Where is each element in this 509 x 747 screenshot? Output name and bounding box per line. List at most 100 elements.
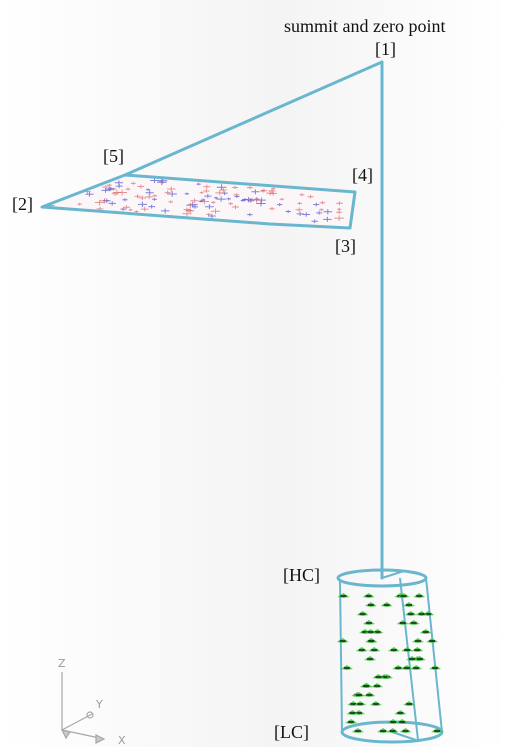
panel-pattern-mark: [313, 202, 320, 207]
panel-pattern-mark: [167, 186, 176, 192]
panel-pattern-mark: [252, 197, 262, 203]
panel-pattern-mark: [138, 195, 147, 201]
cylinder-marker: [387, 719, 400, 724]
panel-pattern-mark: [186, 202, 195, 208]
panel-pattern-mark: [102, 184, 110, 190]
cylinder-marker: [426, 638, 439, 643]
cylinder-marker: [356, 611, 369, 616]
panel-pattern-mark: [137, 184, 145, 189]
panel-pattern-mark: [269, 207, 275, 211]
panel-pattern-mark: [276, 202, 283, 207]
panel-pattern-mark: [182, 210, 192, 217]
panel-pattern-mark: [115, 184, 123, 189]
cylinder-marker: [337, 593, 350, 598]
panel-pattern-mark: [102, 198, 111, 203]
cylinder-marker: [394, 710, 407, 715]
axis-triad: [60, 672, 106, 744]
cylinder-marker: [345, 719, 358, 724]
panel-pattern-mark: [319, 208, 324, 212]
cylinder-marker: [410, 665, 423, 670]
cylinder-marker: [364, 629, 377, 634]
panel-pattern-mark: [215, 190, 225, 196]
panel-pattern-mark: [152, 194, 158, 198]
cylinder-marker: [419, 629, 432, 634]
panel-pattern-mark: [148, 204, 156, 209]
panel-pattern-mark: [216, 196, 226, 202]
cylinder-marker: [411, 647, 424, 652]
panel-pattern-mark: [219, 187, 227, 193]
panel-pattern-mark: [108, 201, 116, 206]
panel-pattern-mark: [232, 204, 239, 210]
panel-pattern-mark: [228, 202, 234, 206]
cylinder-marker: [364, 602, 377, 607]
panel-pattern-mark: [168, 200, 173, 204]
lc-radius: [391, 731, 417, 741]
panel-pattern-mark: [152, 197, 157, 201]
panel-pattern-mark: [297, 202, 302, 205]
point-1-label: [1]: [375, 39, 396, 59]
axis-y-label: Y: [95, 698, 103, 711]
cylinder-marker: [396, 620, 409, 625]
point-4-label: [4]: [352, 165, 373, 185]
cylinder-marker: [364, 656, 377, 661]
panel-surface: [42, 175, 355, 228]
cylinder-marker: [404, 611, 417, 616]
panel-pattern-mark: [210, 200, 216, 204]
cylinder-marker: [362, 593, 375, 598]
cylinder-marker: [399, 728, 412, 733]
panel-pattern-mark: [311, 219, 318, 224]
panel-pattern-mark: [207, 213, 216, 219]
point-2-label: [2]: [12, 194, 33, 214]
panel-pattern-mark: [145, 190, 154, 196]
panel-pattern-mark: [145, 188, 151, 191]
cylinder-marker: [387, 647, 400, 652]
panel-pattern-mark: [107, 186, 114, 191]
panel-pattern: [46, 177, 344, 224]
panel-pattern-mark: [203, 189, 210, 193]
panel-pattern-mark: [198, 199, 204, 203]
panel-pattern-mark: [199, 191, 204, 194]
point-3-label: [3]: [335, 236, 356, 256]
panel-pattern-mark: [316, 211, 323, 215]
panel-pattern-mark: [302, 212, 310, 217]
panel-pattern-mark: [122, 198, 128, 202]
cylinder-marker: [392, 665, 405, 670]
panel-pattern-mark: [187, 201, 198, 208]
axis-x-label: X: [118, 734, 126, 747]
panel-pattern-mark: [204, 193, 212, 199]
panel-pattern-mark: [247, 198, 255, 203]
panel-pattern-mark: [285, 209, 291, 214]
panel-pattern-mark: [145, 194, 153, 200]
panel-pattern-mark: [334, 215, 344, 222]
panel-pattern-mark: [140, 206, 149, 212]
panel-pattern-mark: [233, 193, 240, 197]
lc-label: [LC]: [274, 722, 309, 742]
panel-pattern-mark: [323, 209, 333, 215]
panel-pattern-mark: [337, 207, 342, 211]
panel-pattern-mark: [134, 210, 139, 213]
panel-pattern-mark: [137, 201, 148, 208]
cylinder-marker: [396, 719, 409, 724]
cylinder-marker: [365, 638, 378, 643]
cylinder-marker: [353, 692, 366, 697]
panel-pattern-mark: [319, 201, 326, 205]
cylinder-marker: [431, 728, 444, 733]
cylinder-left-side: [339, 579, 343, 733]
panel-pattern-mark: [205, 204, 214, 210]
panel-pattern-mark: [247, 213, 253, 217]
panel-pattern-mark: [94, 199, 105, 206]
panel-pattern-mark: [112, 189, 122, 196]
panel-pattern-mark: [107, 183, 112, 187]
cylinder-markers: [336, 593, 444, 733]
panel-pattern-mark: [190, 198, 199, 204]
cylinder-marker: [369, 701, 382, 706]
axis-z-label: Z: [58, 657, 66, 670]
panel-pattern-mark: [336, 201, 343, 206]
cylinder-marker: [371, 683, 384, 688]
panel-pattern-mark: [214, 196, 219, 200]
panel-pattern-mark: [256, 200, 266, 207]
panel-pattern-mark: [279, 198, 284, 201]
cylinder-marker: [413, 593, 426, 598]
panel-pattern-mark: [128, 208, 133, 212]
